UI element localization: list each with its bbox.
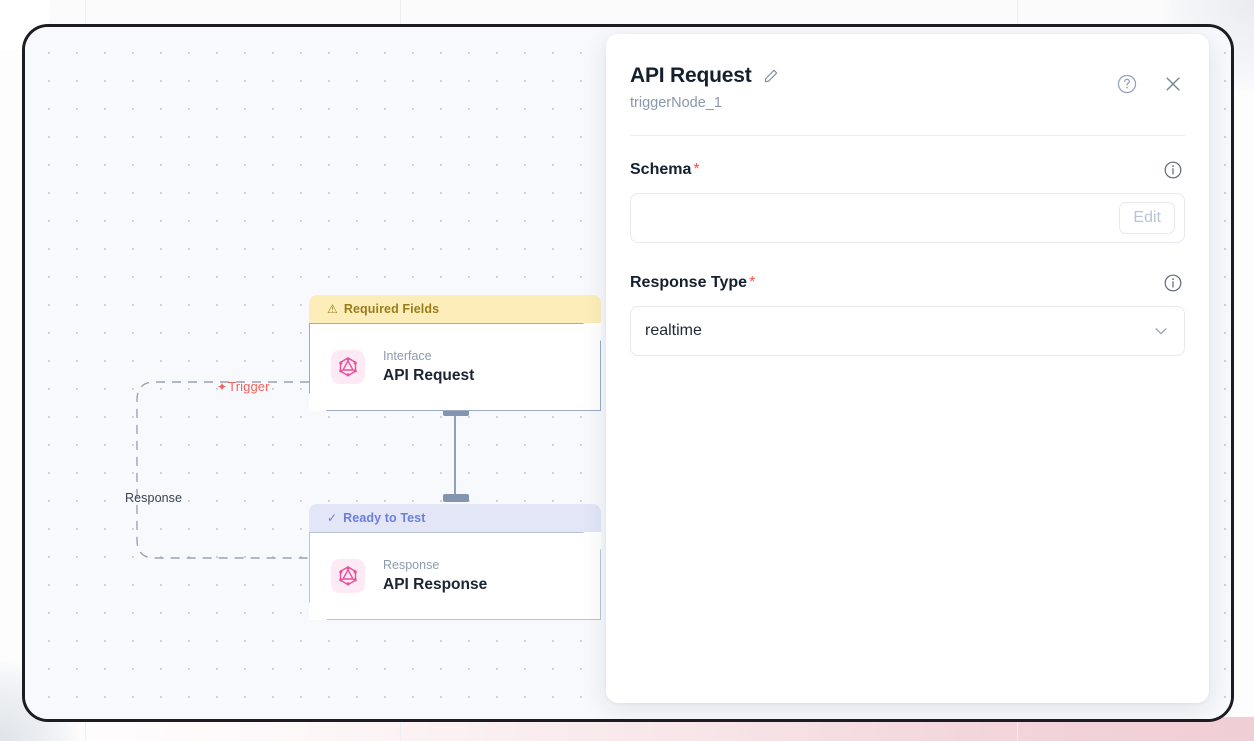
schema-input[interactable]: Edit (630, 193, 1185, 243)
node-handle-target[interactable] (443, 494, 469, 502)
panel-body: Schema* Edit (606, 136, 1209, 356)
edge-label-trigger: ✦ Trigger (217, 379, 270, 394)
edge-label-trigger-text: Trigger (228, 379, 270, 394)
node-kicker: Response (383, 557, 440, 572)
required-marker: * (749, 274, 756, 291)
schema-edit-button[interactable]: Edit (1119, 202, 1175, 234)
required-marker: * (693, 161, 700, 178)
node-status-banner-label: Required Fields (343, 302, 440, 316)
info-circle-icon[interactable] (1161, 158, 1185, 182)
graphql-icon (331, 350, 365, 384)
close-icon[interactable] (1161, 72, 1185, 96)
panel-actions (1115, 72, 1185, 96)
panel-header: API Request triggerNode_1 (606, 34, 1209, 111)
check-icon: ✓ (327, 511, 338, 525)
warning-triangle-icon: ⚠ (327, 302, 338, 316)
chevron-down-icon[interactable] (1152, 322, 1170, 340)
info-circle-icon[interactable] (1161, 271, 1185, 295)
node-title: API Request (383, 367, 475, 385)
panel-divider (630, 135, 1185, 136)
response-type-value: realtime (645, 322, 702, 339)
edge-trigger-response (136, 381, 309, 559)
question-circle-icon[interactable] (1115, 72, 1139, 96)
field-schema: Schema* Edit (630, 158, 1185, 243)
graphql-icon (331, 559, 365, 593)
response-type-select[interactable]: realtime (630, 306, 1185, 356)
node-handle-source[interactable] (443, 408, 469, 416)
node-status-banner-required-fields: ⚠ Required Fields (309, 295, 601, 323)
node-api-response[interactable]: ✓ Ready to Test (309, 504, 601, 620)
lightning-bolt-icon: ✦ (217, 379, 228, 394)
edge-label-response: Response (125, 491, 183, 505)
node-body[interactable]: Interface API Request (309, 323, 601, 411)
node-title: API Response (383, 576, 488, 594)
device-frame: ✦ Trigger Response ⚠ Required Fields (22, 24, 1234, 722)
node-properties-panel: API Request triggerNode_1 (606, 34, 1209, 703)
field-response-type: Response Type* realtime (630, 271, 1185, 356)
node-status-banner-ready-to-test: ✓ Ready to Test (309, 504, 601, 532)
panel-subtitle: triggerNode_1 (630, 95, 722, 111)
pencil-icon[interactable] (762, 67, 780, 85)
node-kicker: Interface (383, 348, 432, 363)
node-status-banner-label: Ready to Test (343, 511, 426, 525)
node-api-request[interactable]: ⚠ Required Fields (309, 295, 601, 411)
field-schema-label: Schema* (630, 161, 700, 178)
panel-title: API Request (630, 64, 752, 87)
node-body[interactable]: Response API Response (309, 532, 601, 620)
field-response-type-label: Response Type* (630, 274, 756, 291)
